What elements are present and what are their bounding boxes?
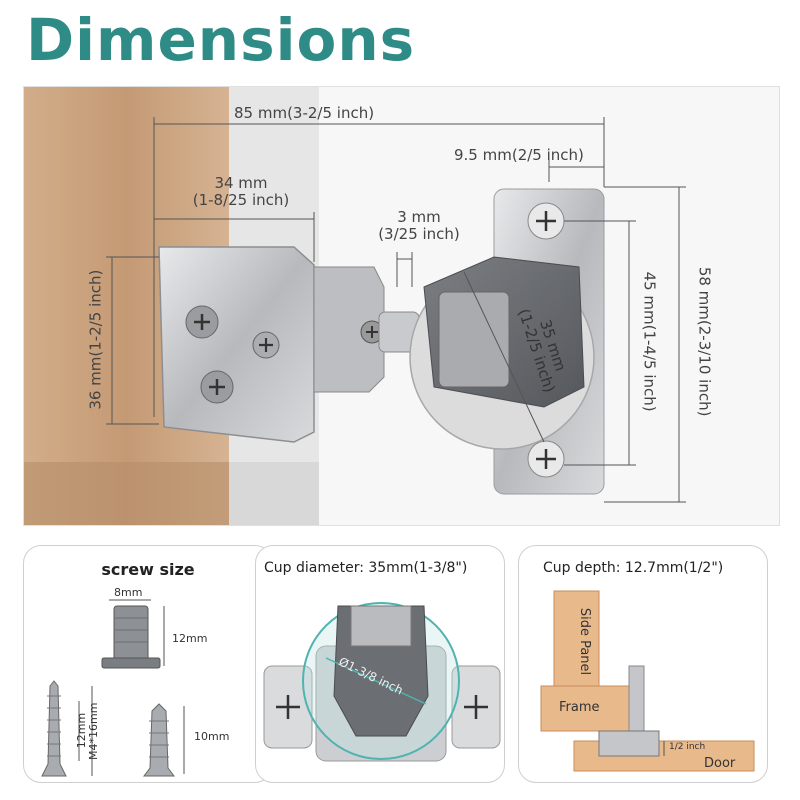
dim-arm-width: 34 mm (1-8/25 inch) bbox=[181, 174, 301, 210]
dim-gap-inch: (3/25 inch) bbox=[378, 225, 460, 244]
long-screw bbox=[41, 680, 67, 777]
label-depth: 1/2 inch bbox=[669, 742, 706, 752]
cup-depth-illustration bbox=[540, 590, 755, 772]
panel-screw-title: screw size bbox=[101, 560, 195, 579]
hinge-illustration bbox=[24, 87, 779, 525]
dim-screw-spacing: 45 mm(1-4/5 inch) bbox=[640, 271, 659, 412]
panel-cup-diameter: Cup diameter: 35mm(1-3/8") Ø1-3/8 inch bbox=[255, 545, 505, 783]
panel-cup-diameter-title: Cup diameter: 35mm(1-3/8") bbox=[264, 560, 468, 576]
dim-gap-mm: 3 mm bbox=[397, 208, 441, 226]
dim-arm-width-mm: 34 mm bbox=[214, 174, 268, 192]
dim-arm-width-inch: (1-8/25 inch) bbox=[192, 191, 290, 210]
arm-body bbox=[313, 266, 385, 393]
short-screw bbox=[143, 703, 175, 777]
dowel-length: 12mm bbox=[172, 632, 208, 645]
panel-cup-depth: Cup depth: 12.7mm(1/2") Side Panel Frame… bbox=[518, 545, 768, 783]
screw-spec: M4*16mm bbox=[87, 702, 100, 760]
arm-plate bbox=[158, 246, 315, 443]
hinge-product-image: 85 mm(3-2/5 inch) 9.5 mm(2/5 inch) 34 mm… bbox=[23, 86, 780, 526]
hinge-mount bbox=[598, 730, 660, 757]
dim-gap: 3 mm (3/25 inch) bbox=[364, 208, 474, 244]
label-frame: Frame bbox=[559, 700, 600, 715]
dim-arm-height: 36 mm(1-2/5 inch) bbox=[86, 269, 105, 410]
page-title: Dimensions bbox=[26, 6, 416, 74]
panel-screw-size: screw size 8mm 12mm 12mm M4*16mm 10mm bbox=[23, 545, 273, 783]
panel-cup-depth-title: Cup depth: 12.7mm(1/2") bbox=[543, 560, 724, 576]
screw-illustration bbox=[41, 599, 185, 777]
dim-plate-height: 58 mm(2-3/10 inch) bbox=[695, 266, 714, 417]
side-panel bbox=[553, 590, 600, 697]
label-side-panel: Side Panel bbox=[577, 607, 593, 676]
dim-overall-width: 85 mm(3-2/5 inch) bbox=[234, 104, 375, 122]
short-screw-length: 10mm bbox=[194, 730, 230, 743]
dowel bbox=[113, 605, 149, 662]
dowel-width: 8mm bbox=[114, 586, 143, 599]
cup-diameter-illustration bbox=[263, 602, 501, 762]
dim-plate-offset: 9.5 mm(2/5 inch) bbox=[454, 146, 584, 164]
label-door: Door bbox=[704, 756, 736, 771]
